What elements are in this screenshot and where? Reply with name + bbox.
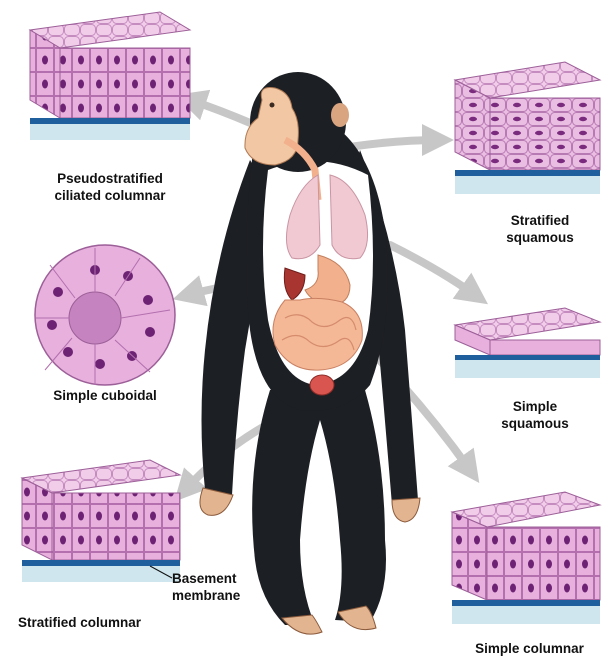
simple-squamous-connective — [455, 360, 600, 378]
chimp-legs — [252, 390, 386, 625]
stratified-columnar-connective — [22, 566, 180, 582]
simple-cuboidal-tissue — [35, 245, 175, 385]
chimp-ear — [331, 103, 349, 127]
stratified-squamous-basement — [455, 170, 600, 176]
cuboidal-ring-lumen — [69, 292, 121, 344]
pseudostratified-main-face — [60, 48, 190, 118]
simple-columnar-basement — [452, 600, 600, 606]
stratified-columnar-side-face — [22, 478, 52, 560]
pseudostratified-basement — [30, 118, 190, 124]
pseudostratified-top-face — [30, 12, 190, 48]
label-pseudostratified: Pseudostratified ciliated columnar — [20, 170, 200, 204]
chimp-eye — [270, 103, 275, 108]
stratified-columnar-tissue — [22, 460, 180, 582]
stratified-squamous-tissue — [455, 62, 600, 194]
arrow-to-simple-squamous — [390, 245, 475, 295]
stratified-columnar-main-face — [52, 493, 180, 560]
simple-columnar-side-face — [452, 512, 487, 600]
label-stratified-columnar: Stratified columnar — [18, 614, 188, 631]
simple-squamous-tissue — [455, 308, 600, 378]
bladder — [310, 375, 334, 395]
intestines — [273, 298, 362, 370]
label-stratified-squamous: Stratified squamous — [490, 212, 590, 246]
simple-columnar-tissue — [452, 492, 600, 624]
stratified-columnar-basement — [22, 560, 180, 566]
simple-columnar-main-face — [487, 527, 600, 600]
simple-squamous-main-face — [490, 340, 600, 355]
stratified-columnar-top-face — [22, 460, 180, 493]
arrow-to-pseudostratified — [190, 100, 255, 125]
label-simple-squamous: Simple squamous — [485, 398, 585, 432]
stratified-squamous-main-face — [490, 98, 600, 170]
pseudostratified-connective — [30, 124, 190, 140]
label-simple-columnar: Simple columnar — [462, 640, 597, 657]
simple-squamous-basement — [455, 355, 600, 360]
label-basement-membrane: Basement membrane — [172, 570, 262, 604]
chimp-right-hand — [392, 498, 420, 522]
stratified-squamous-connective — [455, 176, 600, 194]
label-simple-cuboidal: Simple cuboidal — [30, 387, 180, 404]
simple-columnar-connective — [452, 606, 600, 624]
chimpanzee-illustration — [200, 72, 420, 634]
pseudostratified-tissue — [30, 12, 190, 140]
